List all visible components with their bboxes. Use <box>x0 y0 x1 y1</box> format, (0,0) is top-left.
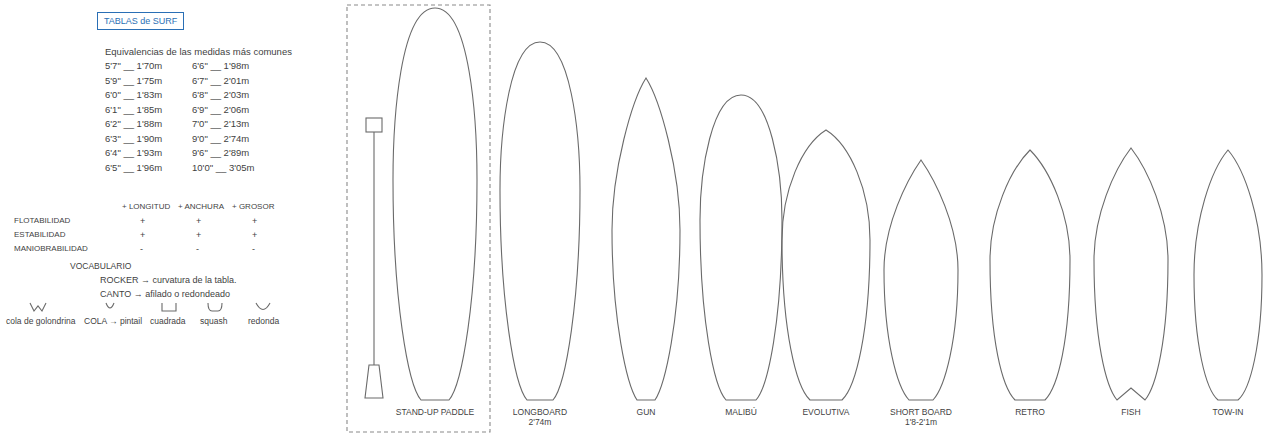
squash-tail-symbol <box>208 303 222 311</box>
tail-label: redonda <box>248 316 279 326</box>
board-label: FISH <box>1099 407 1163 417</box>
board-label: GUN <box>614 407 678 417</box>
gun-board <box>612 78 680 400</box>
measure-cell: 9'0" __ 2'74m <box>192 133 249 144</box>
board-label: STAND-UP PADDLE <box>380 407 490 417</box>
longboard <box>500 42 580 400</box>
table-cell: - <box>196 244 199 255</box>
table-cell: + <box>196 216 201 227</box>
measure-cell: 6'9" __ 2'06m <box>192 104 249 115</box>
shortboard <box>884 160 958 400</box>
swallow-tail-symbol <box>30 303 46 311</box>
measure-cell: 6'3" __ 1'90m <box>105 133 162 144</box>
column-header: + ANCHURA <box>178 202 224 212</box>
row-header: FLOTABILIDAD <box>14 216 70 226</box>
board-label: EVOLUTIVA <box>794 407 858 417</box>
table-cell: + <box>140 216 145 227</box>
measure-cell: 6'6" __ 1'98m <box>192 60 249 71</box>
measure-cell: 6'0" __ 1'83m <box>105 89 162 100</box>
board-label: TOW-IN <box>1196 407 1260 417</box>
measure-cell: 9'6" __ 2'89m <box>192 147 249 158</box>
paddle-grip <box>366 118 382 132</box>
column-header: + GROSOR <box>232 202 274 212</box>
table-cell: + <box>196 230 201 241</box>
paddle-shaft <box>373 132 374 365</box>
retro-board <box>990 150 1070 400</box>
paddle-blade <box>365 365 383 398</box>
tail-label: cuadrada <box>150 316 185 326</box>
measure-cell: 6'8" __ 2'03m <box>192 89 249 100</box>
table-cell: + <box>140 230 145 241</box>
measure-cell: 5'7" __ 1'70m <box>105 60 162 71</box>
evolutiva-board <box>782 130 870 400</box>
dashed-frame <box>347 5 490 432</box>
measure-cell: 10'0" __ 3'05m <box>192 162 254 173</box>
board-label: LONGBOARD 2'74m <box>508 407 572 427</box>
fish-board <box>1094 148 1168 400</box>
vocabulary-note: ROCKER → curvatura de la tabla. <box>100 275 237 286</box>
tail-label: cola de golondrina <box>6 316 75 326</box>
measure-cell: 6'4" __ 1'93m <box>105 147 162 158</box>
row-header: ESTABILIDAD <box>14 230 65 240</box>
malibu-board <box>700 95 782 400</box>
section-heading: VOCABULARIO <box>70 261 131 271</box>
measure-cell: 7'0" __ 2'13m <box>192 118 249 129</box>
table-cell: - <box>140 244 143 255</box>
board-label: RETRO <box>998 407 1062 417</box>
sup-board <box>393 8 477 400</box>
measure-cell: 5'9" __ 1'75m <box>105 75 162 86</box>
table-cell: + <box>252 216 257 227</box>
title-box: TABLAS de SURF <box>97 12 184 30</box>
tow-in-board <box>1194 150 1262 400</box>
tail-label: COLA → pintail <box>84 316 142 326</box>
table-cell: - <box>252 244 255 255</box>
row-header: MANIOBRABILIDAD <box>14 244 88 254</box>
measure-cell: 6'5" __ 1'96m <box>105 162 162 173</box>
measure-cell: 6'1" __ 1'85m <box>105 104 162 115</box>
pintail-symbol <box>106 303 114 308</box>
board-label: MALIBÚ <box>709 407 773 417</box>
vocabulary-note: CANTO → afilado o redondeado <box>100 289 230 300</box>
column-header: + LONGITUD <box>122 202 170 212</box>
table-heading: Equivalencias de las medidas más comunes <box>105 46 292 57</box>
board-label: SHORT BOARD 1'8-2'1m <box>889 407 953 427</box>
measure-cell: 6'2" __ 1'88m <box>105 118 162 129</box>
measure-cell: 6'7" __ 2'01m <box>192 75 249 86</box>
tail-label: squash <box>200 316 227 326</box>
square-tail-symbol <box>162 303 176 311</box>
table-cell: + <box>252 230 257 241</box>
round-tail-symbol <box>256 303 270 310</box>
